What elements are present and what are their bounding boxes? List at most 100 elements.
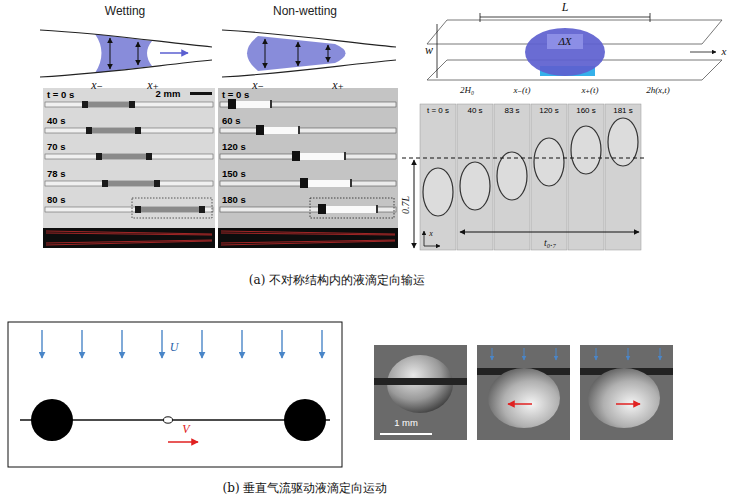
time-label: 160 s: [576, 107, 596, 116]
figure-part: [300, 178, 308, 188]
time-label: t = 0 s: [427, 107, 449, 116]
figure-part: [221, 231, 395, 234]
figure-part: [129, 101, 135, 108]
dimension-label: 2H₀: [460, 86, 474, 96]
figure-part: [605, 104, 641, 250]
schematic-title: Non-wetting: [273, 5, 337, 18]
figure-part: [571, 126, 601, 174]
figure-part: [45, 154, 213, 159]
figure-part: [628, 348, 629, 360]
figure-part: [414, 160, 415, 248]
figure-part: [86, 127, 92, 134]
figure-part: [423, 118, 638, 216]
panel-caption: (a) 不对称结构内的液滴定向输运: [249, 274, 425, 287]
figure-part: [270, 100, 272, 108]
non-wetting-schematic: [222, 30, 396, 77]
figure-part: [344, 152, 346, 160]
figure-part: [292, 153, 346, 160]
figure-part: [310, 198, 394, 218]
figure-part: [220, 154, 396, 159]
velocity-label: V: [182, 423, 189, 436]
figure-part: [423, 168, 453, 216]
figure-part: [460, 162, 490, 210]
figure-part: [298, 42, 299, 66]
figure-part: [580, 345, 673, 440]
figure-part: [374, 378, 467, 385]
figure-part: [82, 102, 135, 107]
figure-part: [42, 330, 322, 358]
figure-part: [477, 345, 570, 440]
figure-part: [110, 38, 111, 69]
figure-part: [524, 348, 525, 360]
figure-part: [45, 181, 213, 186]
figure-part: [160, 52, 188, 54]
figure-part: [220, 128, 396, 133]
figure-part: [376, 205, 378, 213]
figure-part: [82, 101, 88, 108]
figure-part: [608, 118, 638, 166]
figure-part: [220, 102, 396, 212]
figure-part: [221, 231, 395, 245]
figure-part: [220, 102, 396, 107]
figure-part: [220, 207, 396, 212]
figure-part: [424, 246, 440, 247]
position-label: x₊: [332, 79, 344, 92]
figure-part: [402, 158, 645, 159]
figure-part: [102, 180, 108, 187]
figure-part: [228, 99, 378, 214]
figure-part: [525, 28, 605, 76]
figure-part: [281, 330, 282, 358]
figure-part: [650, 13, 651, 22]
airflow-schematic: [8, 322, 342, 467]
figure-part: [146, 153, 152, 160]
position-label: x₋(t): [513, 86, 530, 96]
figure-part: [457, 104, 493, 250]
time-label: 80 s: [47, 195, 66, 205]
channel-3d-schematic: [427, 13, 722, 80]
figure-part: [45, 128, 213, 133]
figure-part: [222, 30, 396, 47]
figure-part: [497, 152, 527, 200]
dimension-label: w: [425, 44, 433, 57]
figure-part: [616, 403, 640, 405]
figure-part: [45, 207, 213, 212]
figure-part: [420, 104, 456, 250]
airflow-photos: [374, 345, 673, 440]
time-label: 181 s: [613, 107, 633, 116]
scale-label: 1 mm: [394, 418, 418, 428]
time-label: 83 s: [504, 107, 519, 116]
figure-part: [247, 36, 346, 71]
figure-part: [102, 181, 160, 186]
figure-part: [8, 322, 342, 467]
figure-part: [284, 399, 326, 441]
dimension-label: L: [562, 1, 569, 14]
dimension-label: 0.7L: [400, 196, 411, 214]
figure-part: [43, 228, 215, 248]
figure-part: [135, 127, 141, 134]
figure-part: [547, 34, 583, 49]
figure-part: [660, 348, 661, 360]
figure-part: [328, 45, 329, 62]
time-label: 40 s: [467, 107, 482, 116]
figure-part: [374, 345, 467, 440]
figure-part: [201, 330, 202, 358]
time-label: 78 s: [47, 169, 66, 179]
figure-part: [492, 348, 493, 360]
figure-part: [46, 241, 212, 245]
figure-part: [135, 206, 141, 213]
vertical-photo-sequence: [402, 104, 645, 250]
axis-label: x: [429, 230, 433, 239]
figure-part: [161, 330, 162, 358]
figure-part: [31, 399, 73, 441]
figure-part: [46, 231, 212, 234]
figure-part: [531, 104, 567, 250]
figure-part: [508, 403, 532, 405]
panel-caption: (b) 垂直气流驱动液滴定向运动: [223, 482, 388, 495]
figure-part: [86, 128, 141, 133]
figure-part: [492, 348, 556, 360]
flow-label: U: [170, 341, 179, 354]
channel-strips: [45, 102, 213, 212]
figure-part: [43, 88, 215, 248]
figure-part: [460, 232, 639, 233]
wetting-schematic: [40, 30, 212, 77]
